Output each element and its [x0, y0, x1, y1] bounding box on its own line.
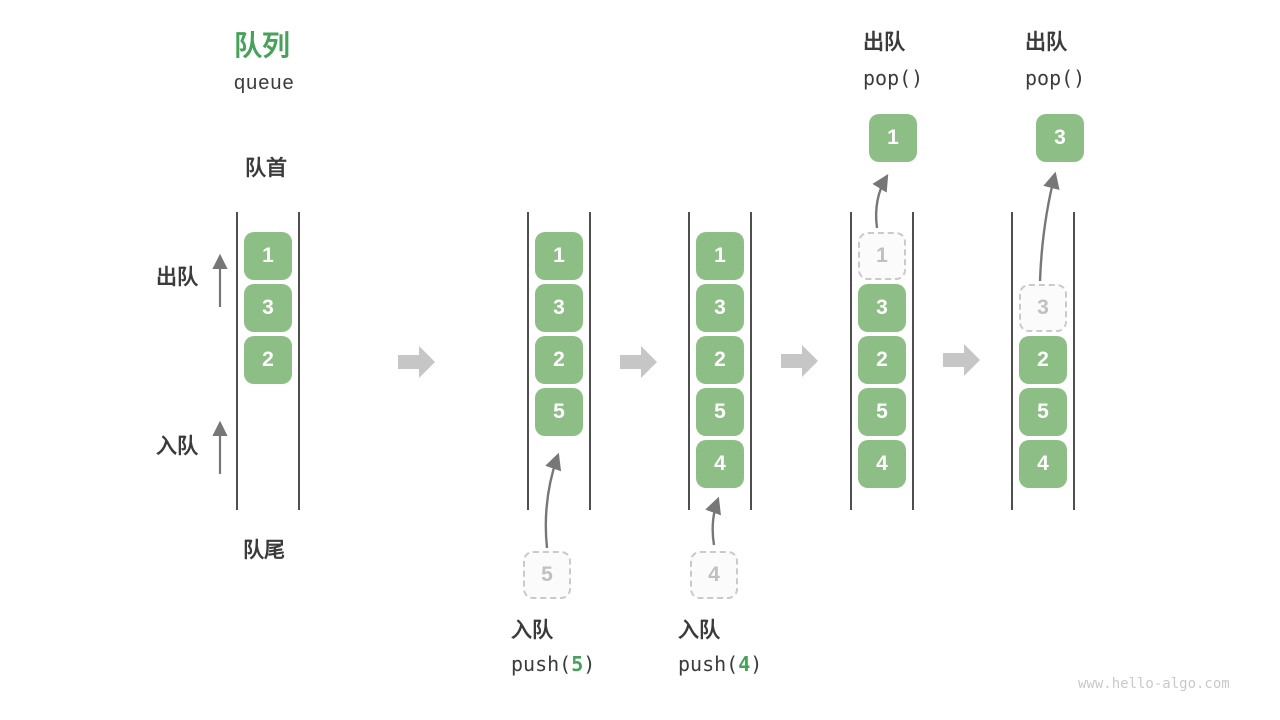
transition-arrow	[620, 345, 658, 384]
queue-item: 4	[696, 440, 744, 488]
code-text: push(	[678, 652, 739, 676]
queue-item: 5	[696, 388, 744, 436]
code-text: )	[750, 652, 763, 676]
popped-item: 1	[869, 114, 917, 162]
dequeue-op-code: pop()	[863, 66, 924, 90]
queue-item: 2	[244, 336, 292, 384]
queue-item: 4	[1019, 440, 1067, 488]
watermark: www.hello-algo.com	[1078, 676, 1230, 692]
queue-item: 3	[244, 284, 292, 332]
queue-state-2: 1 3 2 5	[527, 212, 591, 510]
push-4-operation: 入队 push(4)	[678, 620, 762, 674]
diagram-subtitle: queue	[234, 72, 295, 94]
transition-arrow	[398, 345, 436, 384]
dequeue-op-code: pop()	[1025, 66, 1086, 90]
staged-enqueue-item: 4	[690, 551, 738, 599]
queue-item: 3	[696, 284, 744, 332]
pop-1-operation: 出队 pop()	[863, 32, 923, 88]
queue-state-1: 1 3 2	[236, 212, 300, 510]
diagram-title: 队列	[234, 30, 291, 61]
queue-item: 2	[696, 336, 744, 384]
code-text: push(	[511, 652, 572, 676]
queue-item: 5	[1019, 388, 1067, 436]
queue-state-4: 1 3 2 5 4	[850, 212, 914, 510]
queue-front-label: 队首	[245, 157, 287, 180]
queue-item: 1	[244, 232, 292, 280]
pop-2-operation: 出队 pop()	[1025, 32, 1085, 88]
enqueue-op-code: push(5)	[511, 654, 595, 674]
transition-arrow	[781, 344, 819, 383]
queue-item: 1	[696, 232, 744, 280]
dequeue-op-label: 出队	[863, 31, 905, 54]
removed-queue-item: 1	[858, 232, 906, 280]
queue-item: 3	[535, 284, 583, 332]
queue-item: 4	[858, 440, 906, 488]
popped-item: 3	[1036, 114, 1084, 162]
code-arg: 5	[571, 652, 584, 676]
dequeue-side-label: 出队	[156, 266, 198, 289]
code-arg: 4	[738, 652, 751, 676]
removed-queue-item: 3	[1019, 284, 1067, 332]
enqueue-op-code: push(4)	[678, 654, 762, 674]
queue-item: 5	[858, 388, 906, 436]
queue-state-5: 3 2 5 4	[1011, 212, 1075, 510]
enqueue-side-label: 入队	[156, 435, 198, 458]
enqueue-op-label: 入队	[678, 619, 720, 642]
queue-item: 5	[535, 388, 583, 436]
queue-item: 2	[535, 336, 583, 384]
queue-item: 2	[858, 336, 906, 384]
code-text: )	[583, 652, 596, 676]
empty-slot	[1019, 232, 1067, 280]
queue-rear-label: 队尾	[243, 539, 285, 562]
queue-state-3: 1 3 2 5 4	[688, 212, 752, 510]
queue-item: 2	[1019, 336, 1067, 384]
enqueue-op-label: 入队	[511, 619, 553, 642]
dequeue-op-label: 出队	[1025, 31, 1067, 54]
queue-item: 3	[858, 284, 906, 332]
queue-item: 1	[535, 232, 583, 280]
staged-enqueue-item: 5	[523, 551, 571, 599]
push-5-operation: 入队 push(5)	[511, 620, 595, 674]
transition-arrow	[943, 343, 981, 382]
